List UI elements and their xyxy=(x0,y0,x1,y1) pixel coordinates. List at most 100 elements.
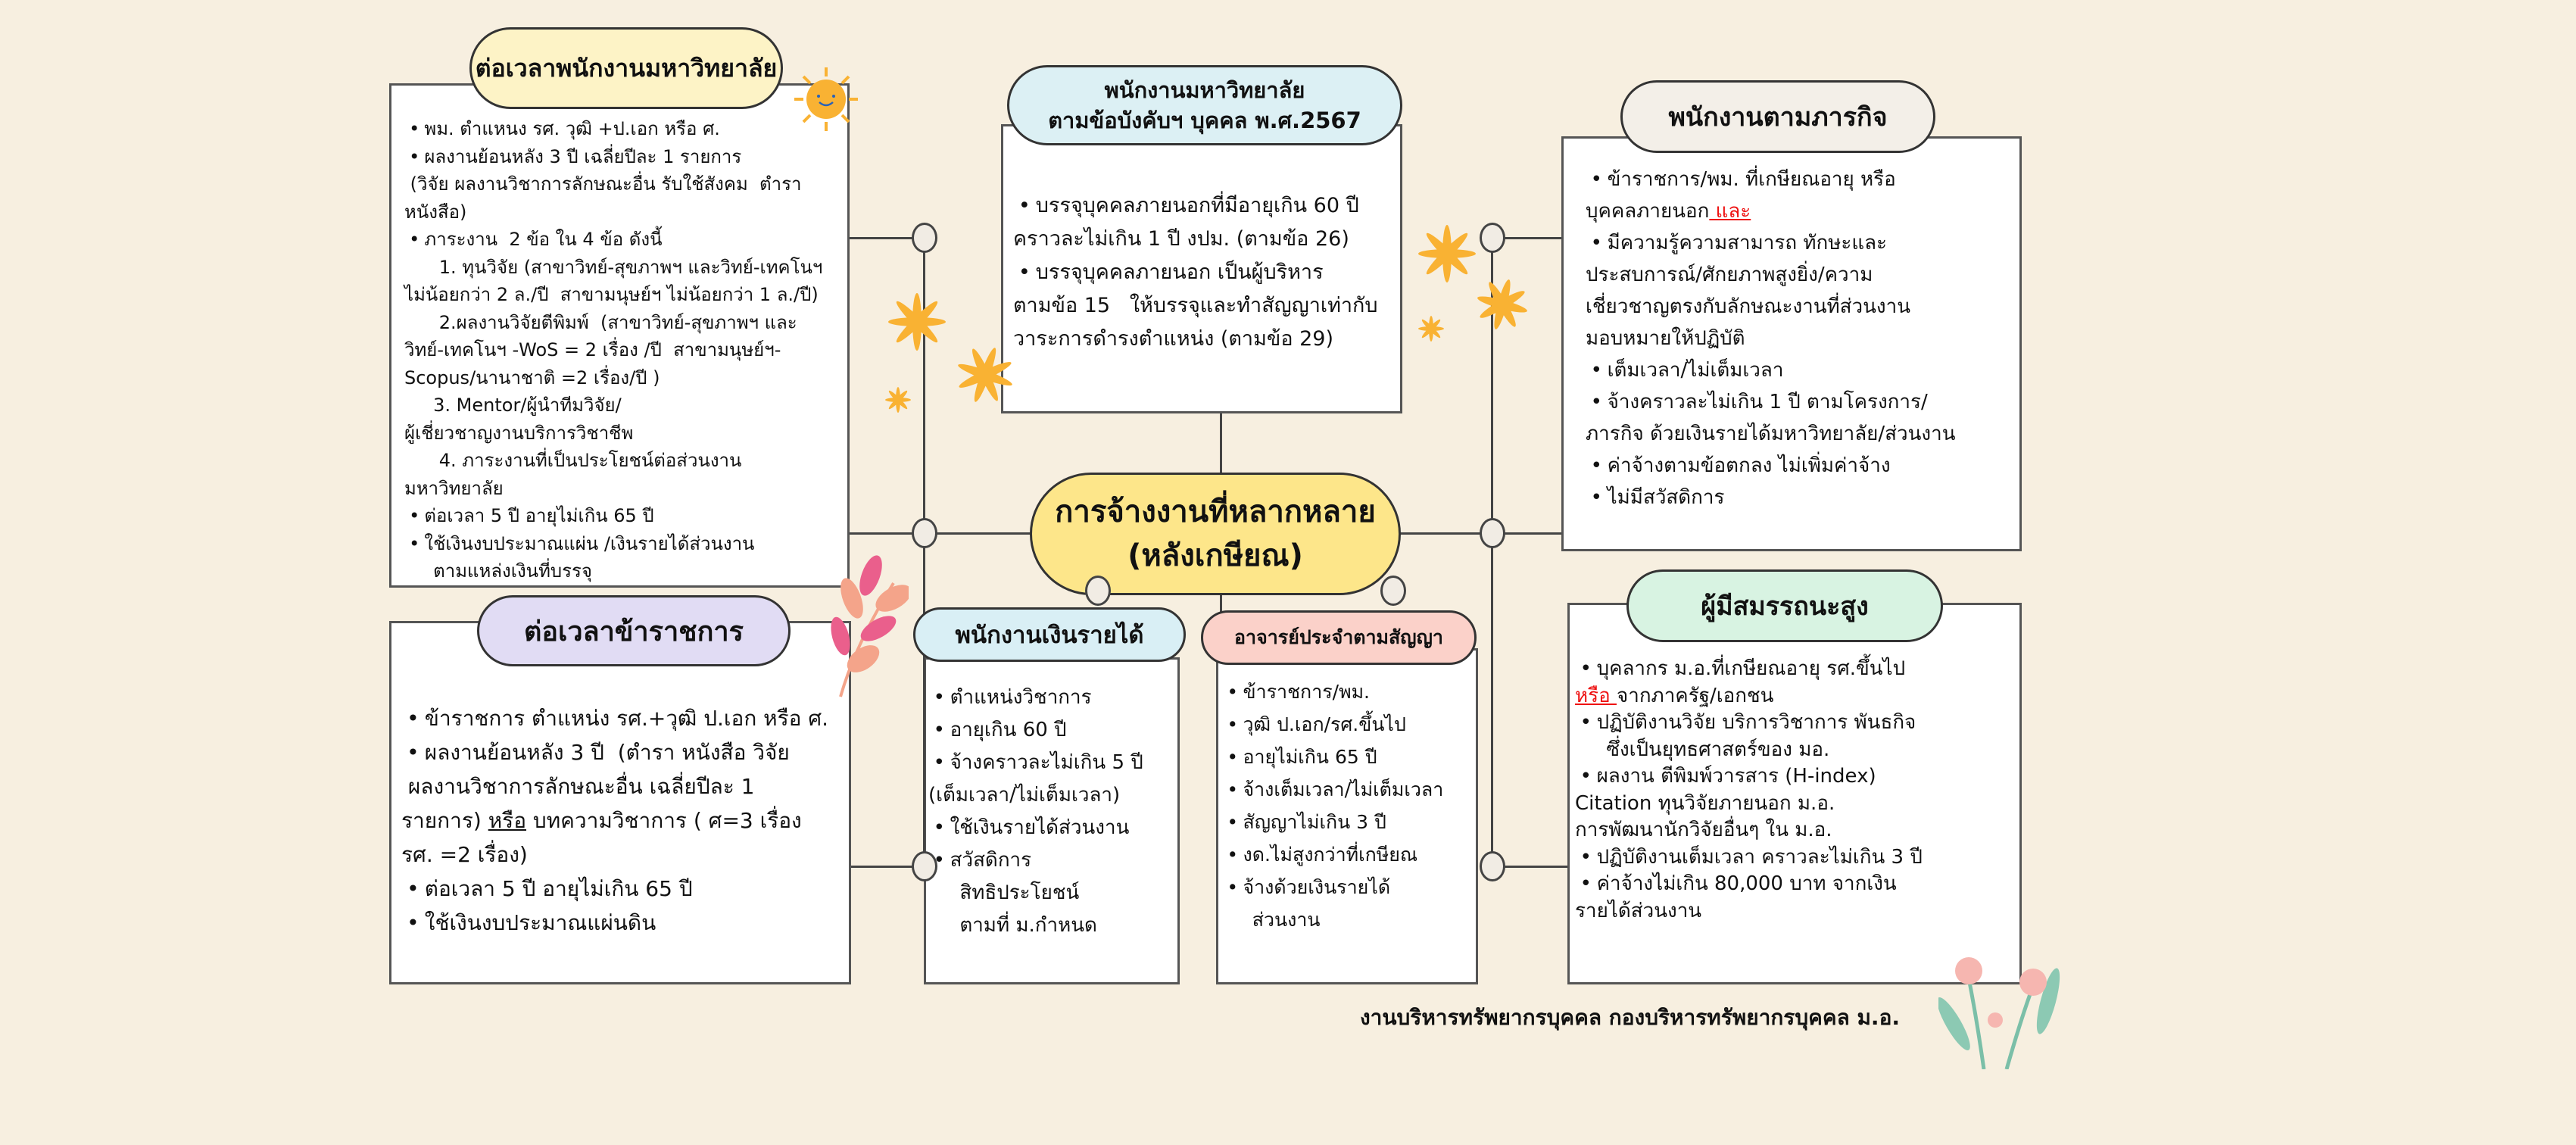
item-text: จากภาครัฐ/เอกชน xyxy=(1616,684,1774,707)
item-text: ส่วนงาน xyxy=(1222,909,1321,931)
connector xyxy=(850,532,1031,535)
list-item: ข้าราชการ/พม. ที่เกษียณอายุ หรือ xyxy=(1586,164,1955,195)
connector xyxy=(851,866,927,868)
item-text: จ้างคราวละไม่เกิน 5 ปี xyxy=(950,751,1143,774)
list-item: มหาวิทยาลัย xyxy=(404,475,822,503)
sun-icon xyxy=(794,67,858,131)
list-item: (วิจัย ผลงานวิชาการลักษณะอื่น รับใช้สังค… xyxy=(404,170,822,198)
list-item: สวัสดิการ xyxy=(928,844,1143,877)
item-text: ผลงานย้อนหลัง 3 ปี (ตำรา หนังสือ วิจัย xyxy=(424,740,790,765)
list-item: ประสบการณ์/ศักยภาพสูงยิ่ง/ความ xyxy=(1586,259,1955,291)
footer-credit: งานบริหารทรัพยากรบุคคล กองบริหารทรัพยากร… xyxy=(1360,1005,1901,1030)
item-text: ข้าราชการ/พม. ที่เกษียณอายุ หรือ xyxy=(1607,168,1896,191)
list-item: หนังสือ) xyxy=(404,198,822,226)
item-text: ปฏิบัติงานเต็มเวลา คราวละไม่เกิน 3 ปี xyxy=(1596,845,1923,869)
list-item: บรรจุบุคคลภายนอก เป็นผู้บริหาร xyxy=(1013,256,1378,289)
list-item: ใช้เงินงบประมาณแผ่นดิน xyxy=(401,906,828,940)
list-item: สิทธิประโยชน์ xyxy=(928,877,1143,909)
title-text: พนักงานตามภารกิจ xyxy=(1668,102,1888,133)
list-item: รศ. =2 เรื่อง) xyxy=(401,838,828,872)
center-subtitle: (หลังเกษียณ) xyxy=(1127,538,1303,573)
item-text: ตำแหน่งวิชาการ xyxy=(950,686,1092,709)
item-text: จ้างเต็มเวลา/ไม่เต็มเวลา xyxy=(1243,778,1444,800)
title-text: ต่อเวลาพนักงานมหาวิทยาลัย xyxy=(475,53,778,83)
item-text: ค่าจ้างตามข้อตกลง ไม่เพิ่มค่าจ้าง xyxy=(1607,454,1891,477)
highlight-text: หรือ xyxy=(1575,684,1617,707)
univ-extension-list: พม. ตำแหนง รศ. วุฒิ +ป.เอก หรือ ศ. ผลงานย… xyxy=(404,115,822,585)
list-item: Citation ทุนวิจัยภายนอก ม.อ. xyxy=(1575,791,1923,818)
list-item: พม. ตำแหนง รศ. วุฒิ +ป.เอก หรือ ศ. xyxy=(404,115,822,143)
item-text: ปฏิบัติงานวิจัย บริการวิชาการ พันธกิจ xyxy=(1596,711,1916,734)
list-item: ค่าจ้างตามข้อตกลง ไม่เพิ่มค่าจ้าง xyxy=(1586,450,1955,482)
item-text: ใช้เงินงบประมาณแผ่นดิน xyxy=(424,910,656,935)
item-text: ผลงาน ตีพิมพ์วารสาร (H-index) xyxy=(1596,765,1876,788)
item-text: บรรจุบุคคลภายนอกที่มีอายุเกิน 60 ปี xyxy=(1035,194,1359,217)
item-text: มีความรู้ความสามารถ ทักษะและ xyxy=(1607,232,1887,254)
list-item: จ้างด้วยเงินรายได้ xyxy=(1222,871,1443,903)
item-text: รายได้ส่วนงาน xyxy=(1575,899,1702,922)
list-item: บุคลากร ม.อ.ที่เกษียณอายุ รศ.ขึ้นไป xyxy=(1575,656,1923,683)
list-item: ต่อเวลา 5 ปี อายุไม่เกิน 65 ปี xyxy=(404,502,822,530)
list-item: ต่อเวลา 5 ปี อายุไม่เกิน 65 ปี xyxy=(401,872,828,906)
list-item: ผลงานย้อนหลัง 3 ปี (ตำรา หนังสือ วิจัย xyxy=(401,735,828,769)
item-text: เชี่ยวชาญตรงกับลักษณะงานที่ส่วนงาน xyxy=(1586,295,1910,318)
list-item: ตำแหน่งวิชาการ xyxy=(928,682,1143,714)
contract-lecturer-title: อาจารย์ประจำตามสัญญา xyxy=(1201,610,1477,665)
list-item: บุคคลภายนอก และ xyxy=(1586,195,1955,227)
connector-node xyxy=(1480,518,1505,548)
connector-node xyxy=(1380,576,1406,606)
connector xyxy=(1220,413,1222,474)
list-item: ภารกิจ ด้วยเงินรายได้มหาวิทยาลัย/ส่วนงาน xyxy=(1586,418,1955,450)
flower-icon xyxy=(888,293,946,351)
list-item: รายการ) หรือ บทความวิชาการ ( ศ=3 เรื่อง xyxy=(401,803,828,838)
item-text: ต่อเวลา 5 ปี อายุไม่เกิน 65 ปี xyxy=(424,505,654,526)
title-text: ตามข้อบังคับฯ บุคคล พ.ศ.2567 xyxy=(1048,108,1361,133)
list-item: รายได้ส่วนงาน xyxy=(1575,898,1923,925)
list-item: Scopus/นานาชาติ =2 เรื่อง/ปี ) xyxy=(404,364,822,392)
list-item: 1. ทุนวิจัย (สาขาวิทย์-สุขภาพฯ และวิทย์-… xyxy=(404,254,823,282)
list-item: จ้างคราวละไม่เกิน 1 ปี ตามโครงการ/ xyxy=(1586,386,1955,418)
list-item: หรือ จากภาครัฐ/เอกชน xyxy=(1575,683,1923,710)
flower-icon xyxy=(958,348,1012,402)
item-text: Scopus/นานาชาติ =2 เรื่อง/ปี ) xyxy=(404,367,660,388)
underlined-text: หรือ xyxy=(488,808,527,833)
item-text: จ้างคราวละไม่เกิน 1 ปี ตามโครงการ/ xyxy=(1607,391,1928,413)
item-text: ใช้เงินรายได้ส่วนงาน xyxy=(950,816,1130,839)
item-text: ข้าราชการ ตำแหน่ง รศ.+วุฒิ ป.เอก หรือ ศ. xyxy=(424,706,829,731)
item-text: การพัฒนานักวิจัยอื่นๆ ใน ม.อ. xyxy=(1575,819,1832,841)
connector-node xyxy=(912,223,937,253)
item-text: ตามแหล่งเงินที่บรรจุ xyxy=(404,560,592,582)
list-item: ใช้เงินรายได้ส่วนงาน xyxy=(928,812,1143,844)
item-text: มหาวิทยาลัย xyxy=(404,477,504,499)
tulip-plant-icon xyxy=(1938,957,2060,1069)
item-text: ไม่น้อยกว่า 2 ล./ปี สาขามนุษย์ฯ ไม่น้อยก… xyxy=(404,284,819,305)
item-text: ซึ่งเป็นยุทธศาสตร์ของ มอ. xyxy=(1575,738,1830,761)
list-item: ผลงานย้อนหลัง 3 ปี เฉลี่ยปีละ 1 รายการ xyxy=(404,143,822,171)
list-item: ผลงานวิชาการลักษณะอื่น เฉลี่ยปีละ 1 xyxy=(401,769,828,803)
expert-list: บุคลากร ม.อ.ที่เกษียณอายุ รศ.ขึ้นไปหรือ … xyxy=(1575,656,1923,925)
item-text: ตามที่ ม.กำหนด xyxy=(928,914,1097,937)
title-text: ต่อเวลาข้าราชการ xyxy=(524,616,744,647)
list-item: ตามแหล่งเงินที่บรรจุ xyxy=(404,557,822,585)
connector xyxy=(1492,237,1561,239)
expert-title: ผู้มีสมรรถนะสูง xyxy=(1626,569,1943,642)
list-item: การพัฒนานักวิจัยอื่นๆ ใน ม.อ. xyxy=(1575,817,1923,844)
title-text: พนักงานเงินรายได้ xyxy=(955,622,1144,649)
list-item: ไม่มีสวัสดิการ xyxy=(1586,482,1955,513)
connector-node xyxy=(912,518,937,548)
gov-extension-list: ข้าราชการ ตำแหน่ง รศ.+วุฒิ ป.เอก หรือ ศ.… xyxy=(401,701,828,940)
item-text: วาระการดำรงตำแหน่ง (ตามข้อ 29) xyxy=(1013,327,1334,351)
flower-icon xyxy=(1418,316,1444,342)
connector xyxy=(850,237,925,239)
list-item: วาระการดำรงตำแหน่ง (ตามข้อ 29) xyxy=(1013,323,1378,356)
connector xyxy=(1492,866,1567,868)
item-text: พม. ตำแหนง รศ. วุฒิ +ป.เอก หรือ ศ. xyxy=(424,118,720,139)
connector-node xyxy=(1480,223,1505,253)
title-text: อาจารย์ประจำตามสัญญา xyxy=(1234,626,1443,648)
list-item: ตามที่ ม.กำหนด xyxy=(928,909,1143,942)
list-item: งด.ไม่สูงกว่าที่เกษียณ xyxy=(1222,838,1443,871)
item-text: คราวละไม่เกิน 1 ปี งปม. (ตามข้อ 26) xyxy=(1013,227,1349,251)
list-item: ใช้เงินงบประมาณแผ่น /เงินรายได้ส่วนงาน xyxy=(404,530,822,558)
item-text: 2.ผลงานวิจัยตีพิมพ์ (สาขาวิทย์-สุขภาพฯ แ… xyxy=(404,311,797,333)
item-text: วุฒิ ป.เอก/รศ.ขึ้นไป xyxy=(1243,713,1406,735)
